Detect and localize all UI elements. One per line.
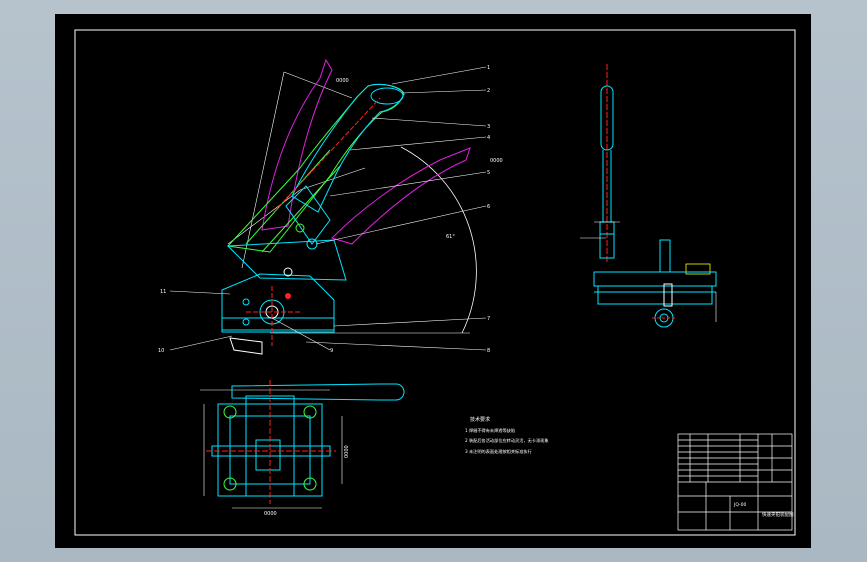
swing-arc	[400, 146, 477, 334]
drawing-sheet	[55, 14, 811, 548]
dim-height: 0000	[344, 445, 350, 458]
part-label-4: 4	[487, 135, 490, 141]
technical-notes: 技术要求 1 焊缝不得有未焊透等缺陷 2 装配后各活动部位应转动灵活，无卡滞现象…	[465, 416, 549, 455]
part-label-9: 9	[330, 348, 333, 354]
front-view	[169, 58, 487, 355]
handle-cyan	[291, 83, 405, 213]
open-position-outline-2	[331, 147, 471, 245]
dim-width: 0000	[264, 511, 277, 517]
note-line-2: 2 装配后各活动部位应转动灵活，无卡滞现象	[465, 437, 549, 444]
drawing-frame	[74, 29, 796, 536]
part-label-6: 6	[487, 204, 490, 210]
part-label-5: 5	[487, 170, 490, 176]
note-line-3: 3 未注明的表面处理按相关标准执行	[465, 448, 532, 455]
notes-heading: 技术要求	[470, 416, 490, 423]
top-view	[200, 380, 405, 509]
part-label-10: 10	[158, 348, 164, 354]
part-label-7: 7	[487, 316, 490, 322]
title-block-drawing-no: JQ-00	[733, 502, 746, 508]
part-label-11: 11	[160, 289, 166, 295]
part-label-1: 1	[487, 65, 490, 71]
part-label-8: 8	[487, 348, 490, 354]
title-block	[677, 433, 793, 531]
title-block-name: 快速夹钳装配图	[762, 511, 794, 518]
part-label-2: 2	[487, 88, 490, 94]
dim-arc: 0000	[490, 158, 503, 164]
open-position-outline	[261, 58, 333, 231]
angle-label: 61°	[446, 234, 455, 240]
note-line-1: 1 焊缝不得有未焊透等缺陷	[465, 427, 515, 434]
dim-span: 0000	[336, 78, 349, 84]
body-plate	[226, 239, 347, 281]
part-label-3: 3	[487, 124, 490, 130]
side-view	[580, 64, 717, 328]
